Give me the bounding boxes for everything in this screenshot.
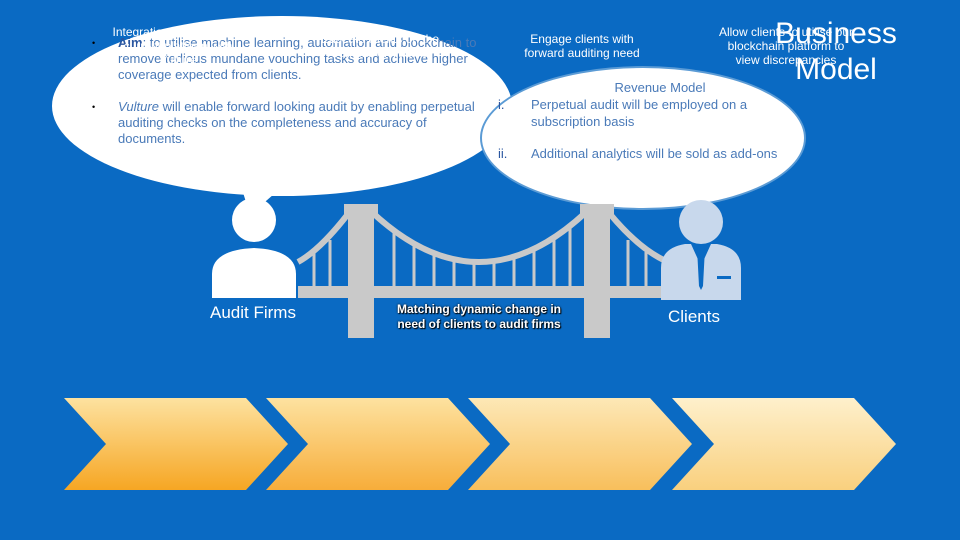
vulture-text: will enable forward looking audit by ena… bbox=[118, 99, 475, 146]
audit-firm-person-icon bbox=[212, 198, 296, 298]
step-chevron bbox=[266, 398, 490, 490]
step-chevron bbox=[64, 398, 288, 490]
bridge-caption: Matching dynamic change in need of clien… bbox=[396, 302, 562, 331]
clients-label: Clients bbox=[668, 307, 720, 326]
step-1-text: Integration of audit firm's current plat… bbox=[112, 25, 244, 67]
aim-label: Aim bbox=[118, 35, 143, 50]
client-person-icon bbox=[661, 200, 741, 300]
vulture-bullet-item: • Vulture will enable forward looking au… bbox=[92, 99, 475, 146]
slide-title: Business Model bbox=[775, 17, 897, 86]
step-chevron bbox=[672, 398, 896, 490]
aim-text-block: • Aim: to utilise machine learning, auto… bbox=[92, 35, 482, 163]
aim-text: : to utilise machine learning, automatio… bbox=[118, 35, 477, 82]
revenue-model-title: Revenue Model bbox=[614, 80, 706, 95]
step-4-text: Allow clients to utilise our blockchain … bbox=[718, 25, 854, 67]
revenue-item: ii. Additional analytics will be sold as… bbox=[498, 146, 778, 161]
revenue-speech-bubble bbox=[480, 66, 806, 210]
vulture-label: Vulture bbox=[118, 99, 159, 114]
audit-firms-label: Audit Firms bbox=[210, 303, 296, 322]
revenue-list: i. Perpetual audit will be employed on a… bbox=[498, 96, 788, 177]
step-2-text: Educate clients on the benefits of Vultu… bbox=[320, 32, 440, 60]
aim-bullet-item: • Aim: to utilise machine learning, auto… bbox=[92, 35, 477, 82]
aim-speech-bubble bbox=[52, 16, 512, 196]
revenue-item: i. Perpetual audit will be employed on a… bbox=[498, 97, 748, 129]
step-chevron bbox=[468, 398, 692, 490]
step-3-text: Engage clients with forward auditing nee… bbox=[524, 32, 640, 60]
